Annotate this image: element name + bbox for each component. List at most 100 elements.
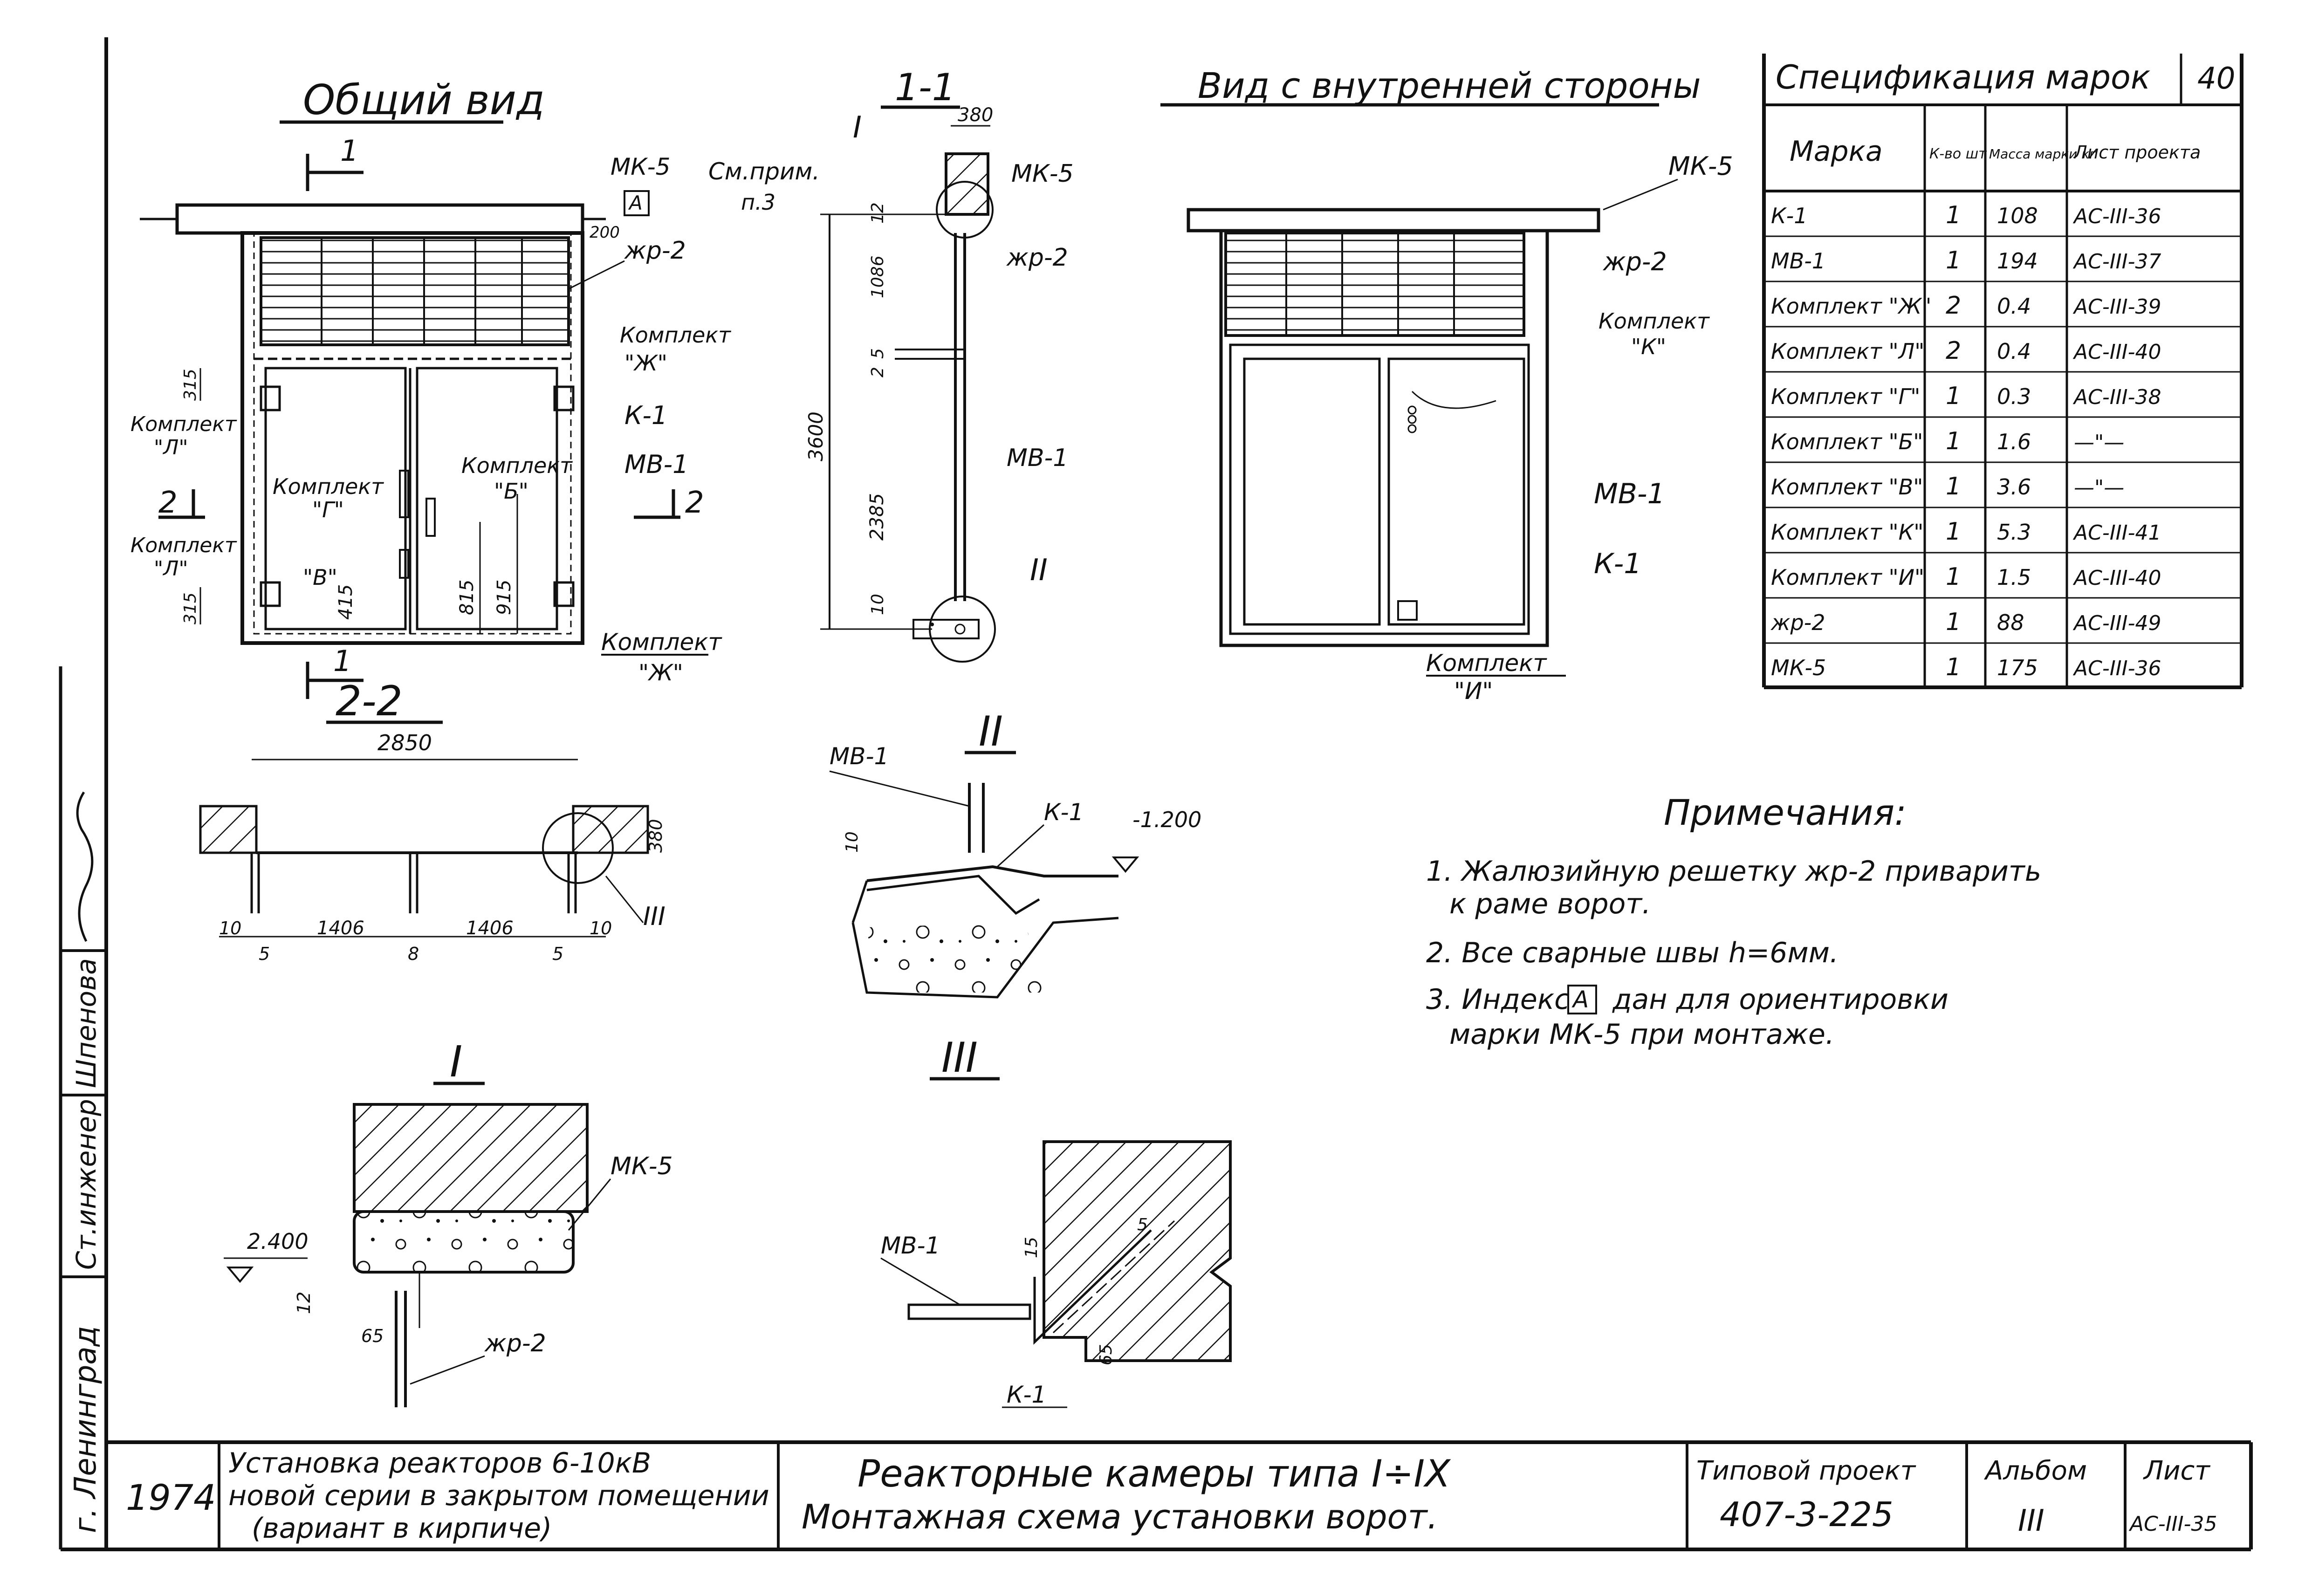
side-stamp-city: г. Ленинград [69,1326,103,1533]
note-2: 2. Все сварные швы h=6мм. [1426,937,1839,969]
spec-cell: 1 [1946,563,1961,591]
spec-cell: 1 [1946,473,1961,500]
spec-cell: 88 [1997,610,2024,635]
spec-cell: 108 [1997,203,2038,228]
detail-II-title: II [979,707,1003,755]
dII-dim-10: 10 [843,831,862,853]
tb-main2: Монтажная схема установки ворот. [802,1497,1438,1536]
cut-1-label-top: 1 [340,134,358,168]
iv-kit-k-mark: "К" [1631,334,1666,359]
spec-header-mass: Масса марки кг [1989,146,2096,162]
s22-dim-1406b: 1406 [466,918,514,939]
side-stamp-role: Ст.инженер [70,1099,102,1270]
iv-k1-label: К-1 [1594,548,1641,580]
spec-cell: 0.3 [1997,384,2031,409]
spec-cell: АС-III-39 [2072,295,2161,319]
gv-kit-zh-top-mark: "Ж" [624,350,667,376]
tb-desc2: новой серии в закрытом помещении [228,1480,769,1512]
s22-dim-8: 8 [408,944,419,964]
dII-k1-label: К-1 [1044,799,1084,826]
gv-note-ref: п.3 [741,190,775,215]
s11-mk5-label: МК-5 [1011,160,1074,188]
gv-kit-g: Комплект [273,474,384,499]
spec-cell: 5.3 [1997,520,2031,545]
iv-kit-i: Комплект [1426,650,1547,677]
gv-index-a: A [628,192,643,214]
gv-kit-zh-bot: Комплект [601,629,722,656]
s22-dim-10a: 10 [219,918,241,938]
gv-dim-200: 200 [590,223,620,242]
section-11: 380 МК-5 жр-2 МВ-1 I II 12 1086 5 2 3600… [804,104,1074,663]
dIII-mv1-label: МВ-1 [881,1232,940,1259]
door-leaf-left [264,367,407,630]
gv-kit-b-mark: "Б" [494,479,528,504]
cut-1-label-bot: 1 [333,644,351,678]
spec-cell: 0.4 [1997,294,2031,319]
s11-dim-3600: 3600 [804,411,827,461]
section-11-title: 1-1 [895,66,956,109]
notes-title: Примечания: [1664,792,1907,833]
s22-dim-2850: 2850 [377,730,432,755]
note-1a: 1. Жалюзийную решетку жр-2 приварить [1426,855,2041,888]
note-3a-2: дан для ориентировки [1612,983,1948,1016]
s11-mark-I: I [853,110,862,145]
dI-lintel-hatch [353,1103,589,1213]
side-stamp: г. Ленинград Ст.инженер Шпенова [59,666,106,1549]
spec-cell: 1.5 [1997,565,2031,590]
dI-mk5-label: МК-5 [611,1152,673,1180]
s11-zhr2-label: жр-2 [1006,244,1068,272]
spec-title: Спецификация марок [1776,58,2150,96]
section-22: 2850 380 10 5 1406 8 1406 5 10 III [199,730,666,964]
tb-year: 1974 [126,1477,216,1518]
s11-dim-10: 10 [868,594,887,615]
detail-III-title: III [941,1034,978,1082]
iv-door-right [1387,357,1525,626]
dII-level: -1.200 [1132,807,1201,832]
note-1b: к раме ворот. [1449,888,1651,920]
spec-cell: 1 [1946,201,1961,229]
note-3b: марки МК-5 при монтаже. [1449,1018,1834,1051]
spec-cell: Комплект "И" [1771,565,1924,590]
spec-cell: Комплект "К" [1771,520,1923,545]
iv-door-left [1243,357,1381,626]
spec-cell: 1 [1946,382,1961,410]
spec-cell: МК-5 [1771,655,1826,680]
iv-mk5-label: МК-5 [1668,151,1733,181]
spec-cell: —"— [2074,476,2124,500]
dIII-k1-label: К-1 [1007,1381,1046,1408]
gv-see-note: См.прим. [708,158,820,185]
dIII-wall [1043,1140,1232,1362]
gv-kit-zh-top: Комплект [620,322,731,348]
cut-2-label-right: 2 [685,486,704,520]
spec-cell: АС-III-40 [2072,340,2161,364]
sheet-frame [61,37,2253,1551]
spec-cell: АС-III-49 [2072,611,2161,635]
title-block: 1974 Установка реакторов 6-10кВ новой се… [126,1442,2217,1549]
dI-dim-65: 65 [361,1326,384,1346]
spec-cell: АС-III-36 [2072,657,2161,680]
s22-wall-left [199,805,258,854]
gv-mk5-label: МК-5 [611,153,671,180]
s22-mark-III: III [643,902,665,931]
spec-cell: МВ-1 [1771,248,1825,274]
louver-zhr2 [260,236,570,346]
spec-cell: К-1 [1771,203,1808,228]
s11-dim-1086: 1086 [868,255,887,298]
iv-mv1-label: МВ-1 [1594,478,1665,510]
detail-I-title: I [450,1037,462,1087]
spec-cell: 1.6 [1997,429,2031,454]
spec-cell: Комплект "В" [1771,474,1923,500]
s22-dim-380: 380 [645,819,666,853]
inside-view: МК-5 жр-2 Комплект "К" МВ-1 К-1 Комплект… [1187,151,1733,705]
iv-frame [1219,229,1549,647]
gv-dim-815: 815 [456,580,478,615]
spec-cell: АС-III-36 [2072,205,2161,228]
note-3-index-box [1567,985,1597,1014]
iv-zhr2-label: жр-2 [1602,247,1667,276]
gv-dim-315b: 315 [181,592,200,624]
gv-kit-b: Комплект [461,453,573,478]
gv-kit-l-bot-mark: "Л" [154,557,188,581]
